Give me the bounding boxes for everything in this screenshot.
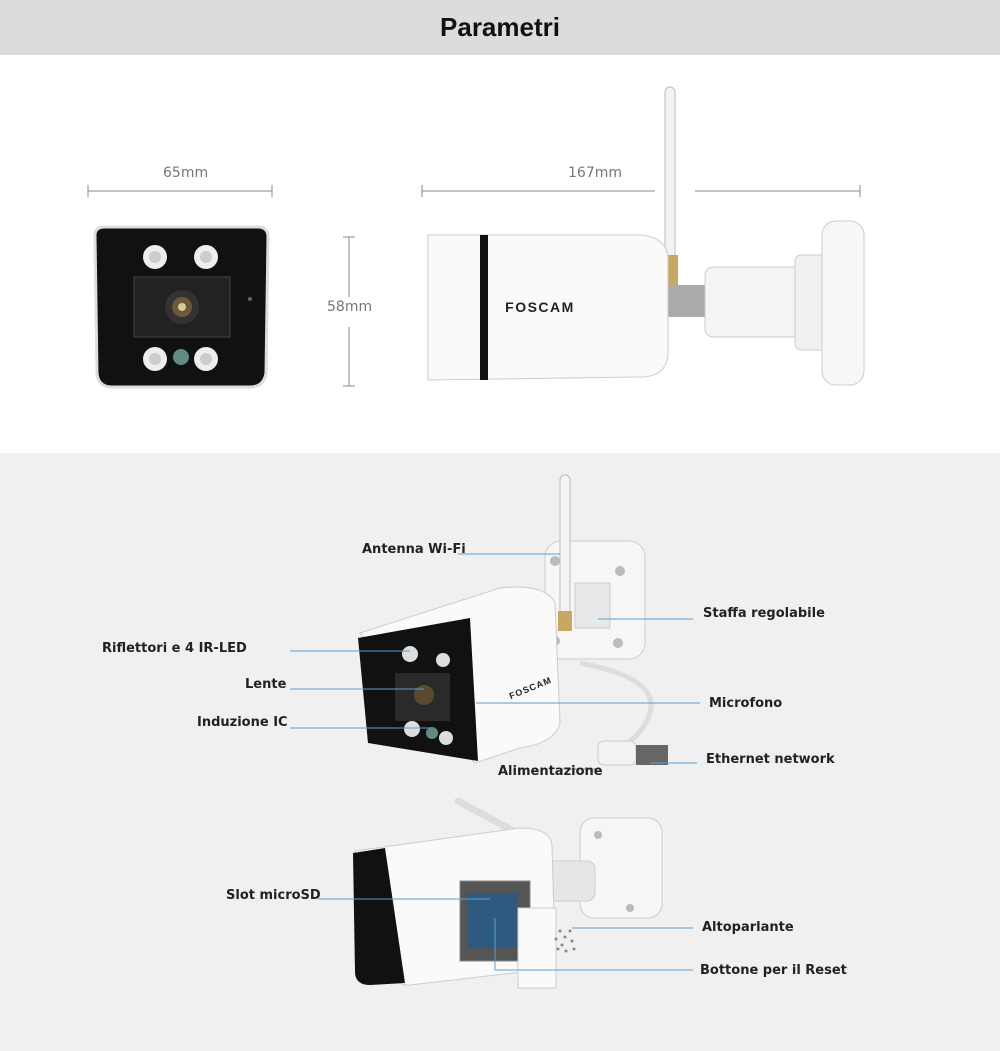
features-panel: Antenna Wi-Fi Staffa regolabile Rifletto… [0,453,1000,1051]
side-view-brand: FOSCAM [505,299,575,315]
features-drawing [290,474,700,989]
height-dimension-label: 58mm [327,299,373,315]
camera-front-angled [358,474,668,766]
page-header: Parametri [0,0,1000,55]
dimension-drawing: FOSCAM [87,86,865,389]
label-lens: Lente [245,677,287,692]
camera-rear-angled [353,797,663,989]
dimensions-panel: FOSCAM 65mm 167mm 58mm [0,55,1000,453]
label-speaker: Altoparlante [702,920,794,935]
camera-side-view: FOSCAM [427,86,865,386]
label-bracket: Staffa regolabile [703,606,825,621]
callout-lines [290,553,700,971]
height-dimension-line [343,236,355,387]
width-dimension-label: 65mm [163,165,209,181]
camera-front-view [93,225,270,389]
page-title: Parametri [440,12,560,42]
label-microphone: Microfono [709,696,783,711]
label-reset: Bottone per il Reset [700,963,847,978]
label-sd-slot: Slot microSD [226,888,321,903]
length-dimension-label: 167mm [568,165,622,181]
label-antenna: Antenna Wi-Fi [362,542,466,557]
label-illuminators: Riflettori e 4 IR-LED [102,641,247,656]
width-dimension-line [87,185,273,197]
label-power: Alimentazione [498,764,603,779]
label-ethernet: Ethernet network [706,752,835,767]
length-dimension-line [421,185,861,197]
label-ic: Induzione IC [197,715,288,730]
